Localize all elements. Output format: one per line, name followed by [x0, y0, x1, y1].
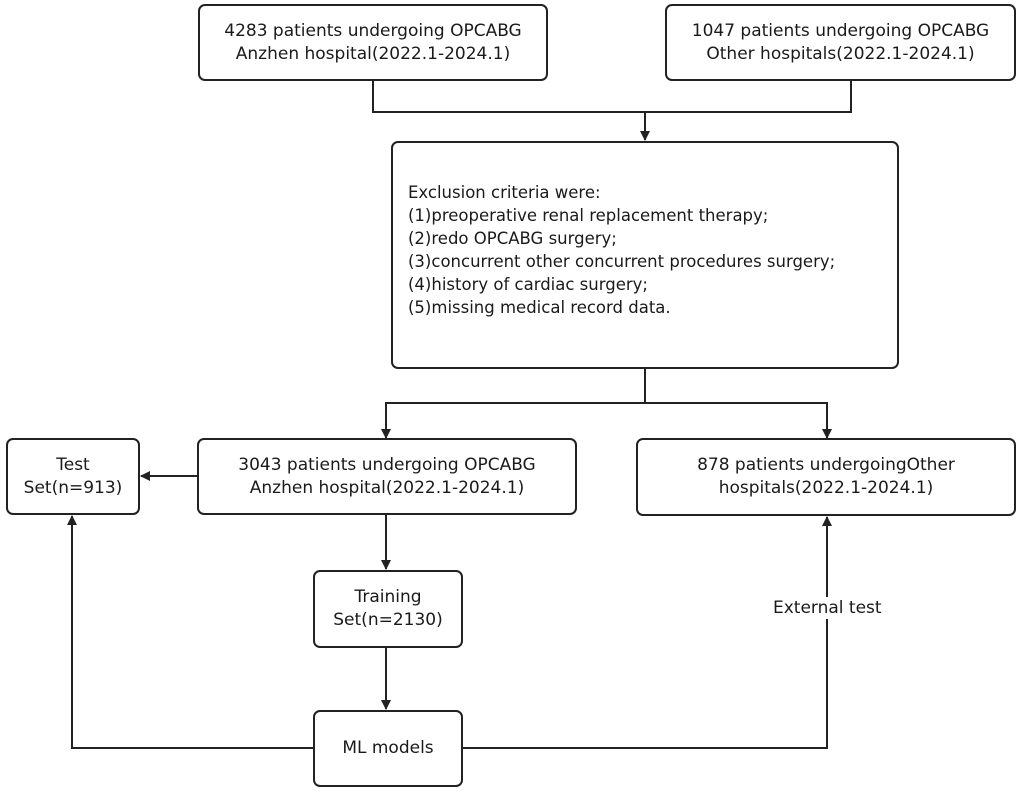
arrow-ml-to-test: [67, 515, 313, 749]
node-exclusion-criteria: Exclusion criteria were: (1)preoperative…: [391, 141, 899, 369]
exclusion-criterion-1: (1)preoperative renal replacement therap…: [408, 206, 769, 225]
node-training-set-line-2: Set(n=2130): [333, 610, 443, 630]
node-other-included-line-2: hospitals(2022.1-2024.1): [718, 478, 934, 498]
node-test-set-line-1: Test: [56, 454, 90, 475]
node-other-source-line-2: Other hospitals(2022.1-2024.1): [706, 43, 975, 64]
node-anzhen-included: 3043 patients undergoing OPCABG Anzhen h…: [197, 438, 577, 515]
node-other-source: 1047 patients undergoing OPCABG Other ho…: [665, 4, 1016, 81]
node-anzhen-included-line-1: 3043 patients undergoing OPCABG: [238, 454, 536, 475]
node-test-set: Test Set(n=913): [6, 438, 140, 515]
node-ml-models: ML models: [313, 710, 463, 787]
node-anzhen-included-line-2: Anzhen hospital(2022.1-2024.1): [249, 477, 525, 498]
exclusion-criterion-3: (3)concurrent other concurrent procedure…: [408, 252, 836, 271]
exclusion-criterion-2: (2)redo OPCABG surgery;: [408, 229, 617, 248]
arrow-ml-to-external: [463, 516, 832, 749]
node-anzhen-source-line-1: 4283 patients undergoing OPCABG: [224, 20, 522, 41]
exclusion-criterion-5: (5)missing medical record data.: [408, 298, 671, 317]
node-training-set: Training Set(n=2130): [313, 570, 463, 648]
node-training-set-line-1: Training: [354, 587, 422, 607]
node-anzhen-source: 4283 patients undergoing OPCABG Anzhen h…: [198, 4, 548, 81]
node-test-set-line-2: Set(n=913): [23, 477, 123, 498]
edge-label-external-test: External test: [770, 597, 885, 619]
node-anzhen-source-line-2: Anzhen hospital(2022.1-2024.1): [235, 43, 511, 64]
node-other-source-line-1: 1047 patients undergoing OPCABG: [691, 20, 990, 41]
node-other-included-line-1: 878 patients undergoingOther: [697, 455, 955, 475]
exclusion-criterion-4: (4)history of cardiac surgery;: [408, 275, 648, 294]
node-ml-models-line-1: ML models: [342, 738, 434, 758]
exclusion-heading: Exclusion criteria were:: [408, 183, 601, 202]
node-other-included: 878 patients undergoingOther hospitals(2…: [636, 438, 1016, 516]
